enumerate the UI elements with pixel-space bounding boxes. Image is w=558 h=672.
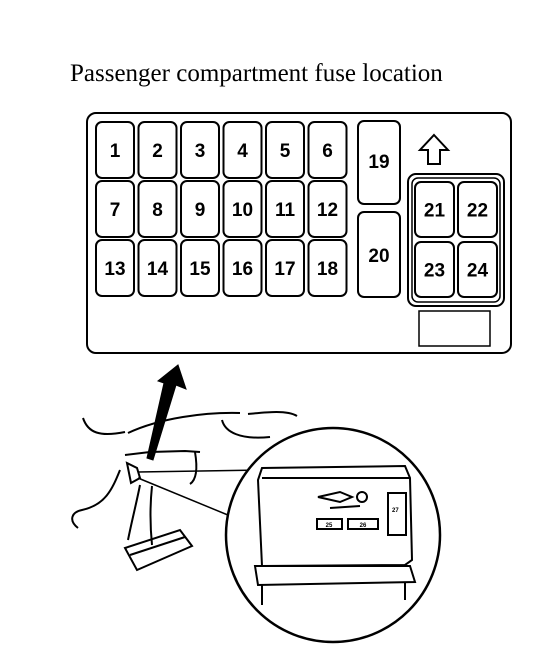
- fuse-13-label: 13: [104, 259, 125, 280]
- leader-line-top: [137, 469, 263, 473]
- dash-curve-mid: [127, 411, 241, 434]
- up-arrow-outline-icon: [417, 133, 451, 165]
- mini-fuse-27: [387, 492, 407, 536]
- fuse-12-label: 12: [317, 200, 338, 221]
- fuse-4-label: 4: [237, 141, 248, 162]
- fuse-23-slot: [414, 241, 455, 298]
- magnified-fuse-box: [253, 464, 417, 605]
- blank-label-plate: [418, 310, 491, 347]
- fuse-19-slot: [357, 120, 401, 205]
- pointer-arrow: [146, 364, 187, 461]
- mini-fuse-25: [316, 518, 343, 530]
- fuse-12-slot: [307, 180, 348, 238]
- fuse-3-slot: [180, 121, 220, 179]
- fuse-11-slot: [265, 180, 305, 238]
- mini-fuse-27-label: 27: [392, 508, 399, 514]
- fuse-9-slot: [180, 180, 220, 238]
- diagram-title: Passenger compartment fuse location: [70, 60, 443, 87]
- fuse-5-label: 5: [280, 141, 291, 162]
- dash-curve-right: [221, 419, 271, 439]
- fuse-16-label: 16: [232, 259, 253, 280]
- magnified-view-circle: [224, 426, 442, 644]
- fuse-box-small: [125, 461, 142, 485]
- fuse-23-label: 23: [424, 261, 445, 282]
- fuse-7-label: 7: [110, 200, 121, 221]
- mini-fuse-25-label: 25: [326, 523, 333, 529]
- pedal-arm-2: [149, 485, 153, 546]
- fuse-6-label: 6: [322, 141, 333, 162]
- brake-pedal-rib: [129, 536, 186, 556]
- fuse-13-slot: [95, 239, 135, 297]
- fuse-22-label: 22: [467, 201, 488, 222]
- fuse-group-21-24: 21 22 23 24: [414, 181, 498, 298]
- fuse-16-slot: [222, 239, 263, 297]
- fuse-group-outer: [407, 173, 505, 307]
- panel-edge: [189, 451, 198, 485]
- fuse-puller-knob: [356, 491, 368, 503]
- dashboard-sketch: [71, 411, 298, 572]
- fuse-18-label: 18: [317, 259, 338, 280]
- magnified-box-lower: [253, 565, 417, 587]
- fuse-20-slot: [357, 211, 401, 298]
- fuse-20-label: 20: [368, 246, 389, 267]
- fuse-7-slot: [95, 180, 135, 238]
- fuse-10-label: 10: [232, 200, 253, 221]
- fuse-11-label: 11: [275, 200, 296, 221]
- fuse-panel-outline: [86, 112, 512, 354]
- fuse-8-slot: [137, 180, 178, 238]
- fuse-puller-shadow: [329, 505, 361, 509]
- fuse-group-inner: [411, 177, 501, 303]
- fuse-19-label: 19: [368, 152, 389, 173]
- fuse-puller: [317, 490, 355, 504]
- fuse-1-slot: [95, 121, 135, 179]
- fuse-8-label: 8: [152, 200, 163, 221]
- under-dash-edge: [124, 449, 201, 456]
- mini-fuse-26-label: 26: [360, 523, 367, 529]
- fuse-6-slot: [307, 121, 348, 179]
- fuse-21-label: 21: [424, 201, 446, 222]
- fuse-3-label: 3: [195, 141, 206, 162]
- fuse-14-label: 14: [147, 259, 169, 280]
- fuse-2-slot: [137, 121, 178, 179]
- fuse-9-label: 9: [195, 200, 206, 221]
- fuse-24-label: 24: [467, 261, 489, 282]
- fuse-10-slot: [222, 180, 263, 238]
- fuse-2-label: 2: [152, 141, 163, 162]
- fuse-24-slot: [457, 241, 498, 298]
- dash-curve-left: [82, 417, 126, 436]
- fuse-17-slot: [265, 239, 305, 297]
- fuse-14-slot: [137, 239, 178, 297]
- fuse-1-label: 1: [110, 141, 121, 162]
- pedal-arm: [127, 484, 141, 541]
- fuse-17-label: 17: [274, 259, 295, 280]
- fuse-15-slot: [180, 239, 220, 297]
- mini-fuse-26: [347, 518, 379, 530]
- fuse-22-slot: [457, 181, 498, 238]
- fuse-21-slot: [414, 181, 455, 238]
- dash-curve-far: [247, 411, 298, 417]
- fuse-15-label: 15: [189, 259, 211, 280]
- leader-line-bottom: [137, 477, 241, 521]
- fuse-18-slot: [307, 239, 348, 297]
- fuse-5-slot: [265, 121, 305, 179]
- brake-pedal: [123, 528, 194, 572]
- fuse-4-slot: [222, 121, 263, 179]
- magnified-box-sides: [261, 582, 406, 605]
- knee-panel-outline: [71, 469, 121, 529]
